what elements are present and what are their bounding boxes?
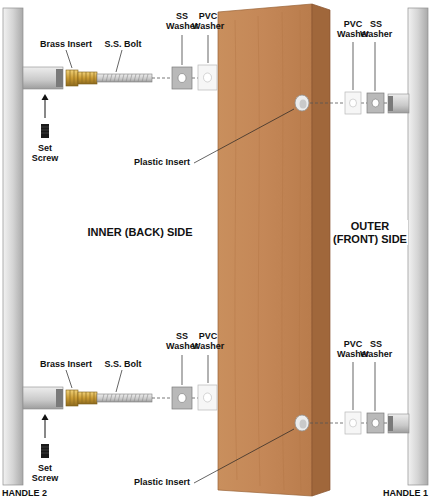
handle-label: HANDLE 2 <box>2 488 62 498</box>
part-label: S.S. Bolt <box>100 359 146 369</box>
wood-grain <box>235 10 301 492</box>
part-label: Set Screw <box>25 463 65 483</box>
part-label: Set Screw <box>25 143 65 163</box>
handle-bar <box>408 8 428 485</box>
side-heading: OUTER (FRONT) SIDE <box>332 220 408 245</box>
part-label: SS Washer <box>360 19 392 39</box>
handle-bar <box>3 8 23 485</box>
part-label: Brass Insert <box>34 39 98 49</box>
part-label: SS Washer <box>360 339 392 359</box>
side-heading: INNER (BACK) SIDE <box>68 226 212 239</box>
part-label: Brass Insert <box>34 359 98 369</box>
handle-label: HANDLE 1 <box>368 488 428 498</box>
fitting-row <box>23 35 409 163</box>
part-label: S.S. Bolt <box>100 39 146 49</box>
part-label: Plastic Insert <box>130 477 194 487</box>
part-label: PVC Washer <box>192 11 224 31</box>
part-label: PVC Washer <box>192 331 224 351</box>
wood-door-edge <box>312 4 330 496</box>
fitting-row <box>23 355 409 483</box>
part-label: Plastic Insert <box>130 157 194 167</box>
